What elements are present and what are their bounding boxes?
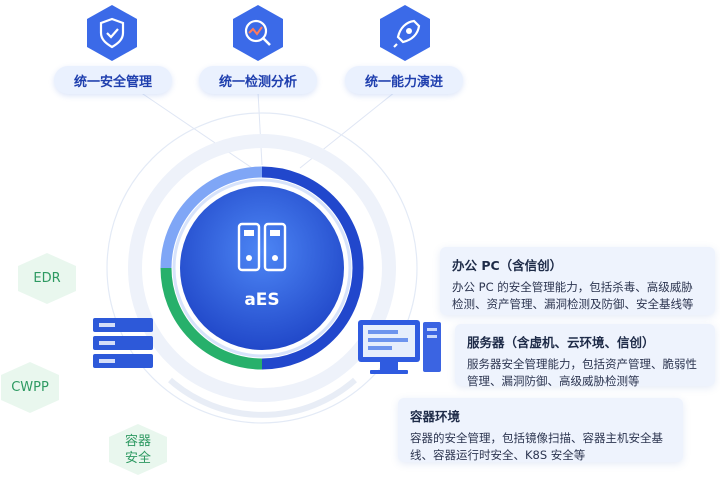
- pill-unified-evolution: 统一能力演进: [345, 66, 463, 94]
- hex-label-container-security: 容器 安全: [124, 433, 151, 466]
- card-title: 办公 PC（含信创）: [452, 258, 563, 273]
- card-title: 容器环境: [410, 409, 461, 424]
- pill-label: 统一检测分析: [218, 74, 297, 90]
- shield-check-icon: [86, 4, 138, 62]
- server-binder-icon: [235, 222, 289, 276]
- pill-label: 统一安全管理: [73, 74, 152, 90]
- desktop-monitor-icon: [358, 320, 441, 374]
- hex-edr: [18, 253, 76, 304]
- hex-cwpp: [1, 362, 59, 413]
- card-title: 服务器（含虚机、云环境、信创）: [467, 335, 655, 350]
- core-border: [172, 178, 352, 358]
- hex-label-edr: EDR: [33, 271, 61, 286]
- center-label: aES: [244, 290, 280, 310]
- card-server: 服务器（含虚机、云环境、信创） 服务器安全管理能力，包括资产管理、脆弱性管理、漏…: [455, 324, 715, 388]
- hex-container: [109, 424, 167, 475]
- light-blue-arc: [160, 166, 263, 269]
- core-circle: [180, 186, 344, 350]
- bottom-arc: [168, 377, 357, 418]
- pill-label: 统一能力演进: [364, 74, 443, 90]
- card-office-pc: 办公 PC（含信创） 办公 PC 的安全管理能力，包括杀毒、高级威胁检测、资产管…: [440, 247, 715, 315]
- magnify-chart-icon: [232, 4, 284, 62]
- connector-line: [257, 91, 263, 166]
- blue-arc: [261, 166, 364, 370]
- pill-unified-management: 统一安全管理: [54, 66, 172, 94]
- rocket-icon: [379, 4, 431, 62]
- connector-line: [139, 91, 256, 171]
- card-desc: 服务器安全管理能力，包括资产管理、脆弱性管理、漏洞防御、高级威胁检测等: [467, 357, 697, 388]
- card-desc: 办公 PC 的安全管理能力，包括杀毒、高级威胁检测、资产管理、漏洞检测及防御、安…: [452, 280, 694, 311]
- light-ring: [128, 134, 396, 402]
- card-desc: 容器的安全管理，包括镜像扫描、容器主机安全基线、容器运行时安全、K8S 安全等: [410, 431, 663, 462]
- hex-label-cwpp: CWPP: [11, 380, 49, 395]
- server-stack-icon: [93, 318, 153, 368]
- outer-ring: [106, 112, 418, 424]
- card-container: 容器环境 容器的安全管理，包括镜像扫描、容器主机安全基线、容器运行时安全、K8S…: [398, 398, 683, 462]
- green-arc: [160, 267, 263, 370]
- pill-unified-detection: 统一检测分析: [199, 66, 317, 94]
